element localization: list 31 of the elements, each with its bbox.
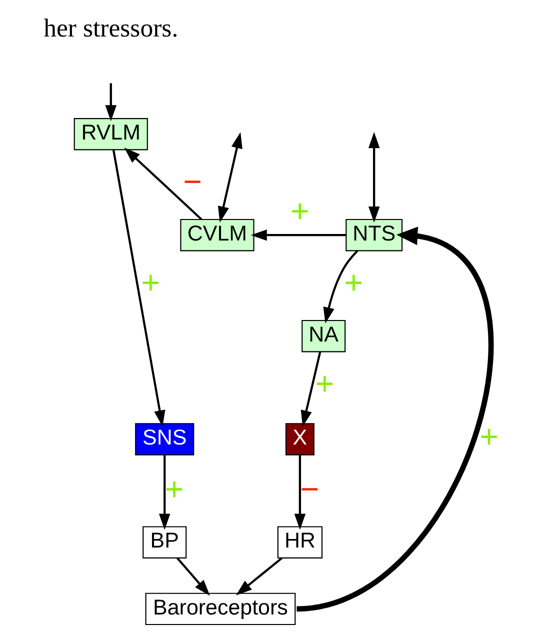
node-box: X: [285, 423, 314, 456]
node-box: RVLM: [74, 118, 148, 150]
edge-label: +: [141, 264, 160, 301]
arrow: [294, 455, 306, 530]
arrow: [112, 150, 166, 426]
arrow: [158, 455, 170, 530]
edge-label: +: [344, 264, 364, 301]
node-box: CVLM: [180, 218, 254, 252]
edge-label: +: [480, 418, 498, 454]
edge-label: +: [315, 366, 334, 402]
arrow: [124, 148, 202, 220]
label: her stressors.: [44, 13, 178, 42]
arrow: [368, 132, 380, 223]
arrow: [218, 132, 242, 223]
arrow: [176, 557, 210, 596]
arrow: [300, 352, 322, 427]
arrow: [236, 557, 283, 596]
node-box: HR: [277, 526, 323, 558]
node-box: BP: [142, 526, 187, 558]
arrow: [296, 226, 494, 612]
edge-label: −: [183, 164, 202, 200]
node-box: NA: [302, 320, 346, 352]
edge-label: +: [164, 470, 184, 507]
arrow: [323, 250, 358, 324]
edge-label: −: [300, 470, 320, 507]
node-box: NTS: [346, 218, 403, 252]
edge-label: +: [290, 193, 310, 230]
node-box: Baroreceptors: [145, 592, 296, 626]
node-box: SNS: [135, 423, 194, 456]
arrow: [105, 83, 117, 122]
arrow: [250, 229, 346, 241]
